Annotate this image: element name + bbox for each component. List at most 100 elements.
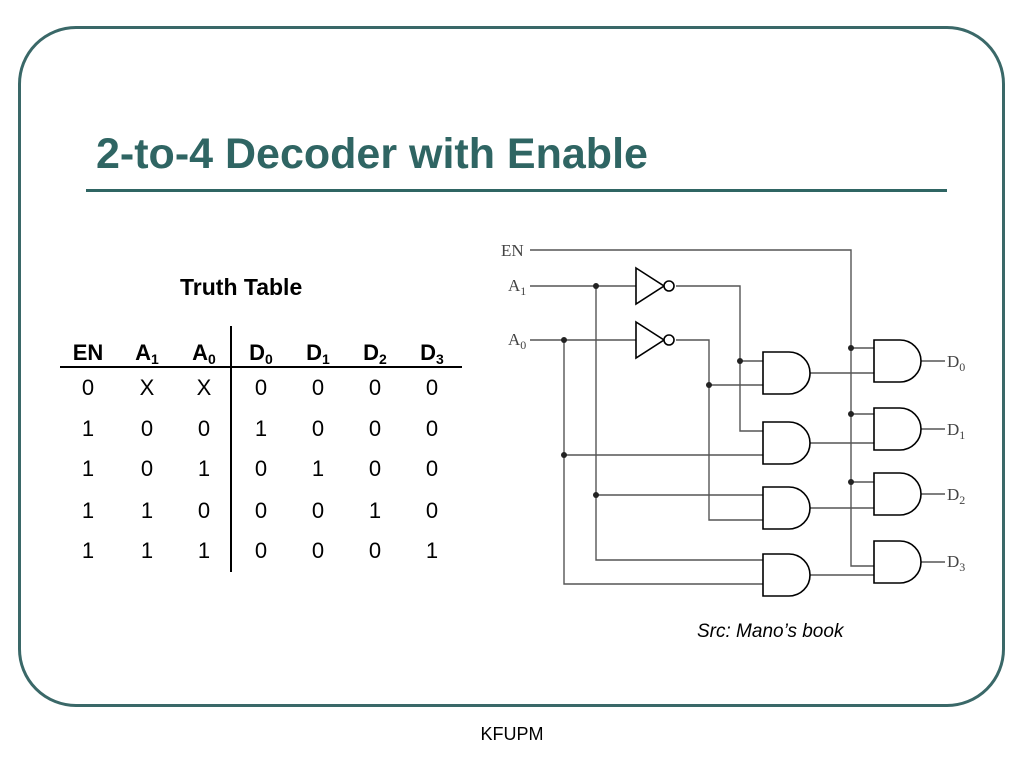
wire bbox=[530, 249, 874, 567]
truth-table-cell: 1 bbox=[368, 498, 382, 523]
wire bbox=[676, 339, 763, 521]
and-gate-stage1-d2 bbox=[762, 486, 811, 530]
output-label-d1: D1 bbox=[947, 420, 965, 442]
truth-table-cell: 0 bbox=[368, 538, 382, 563]
input-label-a0: A0 bbox=[508, 330, 526, 352]
junction-dot bbox=[848, 345, 854, 351]
truth-table-cell: X bbox=[196, 375, 212, 400]
junction-dot bbox=[848, 411, 854, 417]
slide-frame bbox=[18, 26, 1005, 707]
input-label-en: EN bbox=[501, 241, 524, 260]
truth-table-cell: 1 bbox=[425, 538, 439, 563]
truth-table-cell: 0 bbox=[311, 538, 325, 563]
header-a1: A1 bbox=[118, 340, 176, 366]
and-gate-stage2-d1 bbox=[873, 407, 922, 451]
and-gate-stage1-d0 bbox=[762, 351, 811, 395]
header-subscript: 1 bbox=[322, 351, 330, 367]
output-label-d3: D3 bbox=[947, 552, 965, 574]
truth-table-cell: 0 bbox=[254, 375, 268, 400]
header-d3: D3 bbox=[403, 340, 461, 366]
title-underline bbox=[86, 189, 947, 192]
output-label-d2: D2 bbox=[947, 485, 965, 507]
truth-table-cell: 1 bbox=[81, 456, 95, 481]
truth-table-title: Truth Table bbox=[180, 274, 303, 300]
truth-table-cell: 0 bbox=[425, 416, 439, 441]
truth-table-cell: 0 bbox=[425, 498, 439, 523]
header-subscript: 3 bbox=[436, 351, 444, 367]
header-d0: D0 bbox=[232, 340, 290, 366]
header-label: D bbox=[363, 340, 380, 365]
wire bbox=[676, 285, 763, 432]
and-gate-stage2-d0 bbox=[873, 339, 922, 383]
truth-table-cell: 0 bbox=[425, 456, 439, 481]
truth-table-cell: 0 bbox=[140, 416, 154, 441]
header-subscript: 2 bbox=[379, 351, 387, 367]
truth-table-cell: 1 bbox=[140, 538, 154, 563]
truth-table-cell: 1 bbox=[197, 456, 211, 481]
and-gate-stage2-d2 bbox=[873, 472, 922, 516]
header-label: A bbox=[135, 340, 152, 365]
truth-table-cell: 0 bbox=[368, 456, 382, 481]
truth-table-cell: 1 bbox=[81, 416, 95, 441]
header-label: EN bbox=[72, 340, 104, 365]
inverter-a0-bubble bbox=[663, 334, 675, 346]
truth-table-cell: 0 bbox=[81, 375, 95, 400]
and-gate-stage2-d3 bbox=[873, 540, 922, 584]
truth-table-cell: 0 bbox=[311, 375, 325, 400]
junction-dot bbox=[737, 358, 743, 364]
truth-table-cell: 0 bbox=[254, 456, 268, 481]
truth-table-cell: X bbox=[139, 375, 155, 400]
input-label-a1: A1 bbox=[508, 276, 526, 298]
wire bbox=[563, 455, 763, 585]
header-label: D bbox=[420, 340, 437, 365]
inverter-a1-gate bbox=[635, 266, 666, 306]
junction-dot bbox=[561, 452, 567, 458]
junction-dot bbox=[593, 492, 599, 498]
header-d2: D2 bbox=[346, 340, 404, 366]
junction-dot bbox=[848, 479, 854, 485]
truth-table-cell: 1 bbox=[81, 498, 95, 523]
truth-table-cell: 0 bbox=[140, 456, 154, 481]
header-subscript: 0 bbox=[208, 351, 216, 367]
truth-table-cell: 0 bbox=[254, 498, 268, 523]
truth-table-cell: 1 bbox=[81, 538, 95, 563]
header-subscript: 1 bbox=[151, 351, 159, 367]
truth-table-cell: 0 bbox=[254, 538, 268, 563]
truth-table-cell: 1 bbox=[254, 416, 268, 441]
wire bbox=[595, 286, 763, 496]
inverter-a1-bubble bbox=[663, 280, 675, 292]
truth-table-cell: 0 bbox=[368, 375, 382, 400]
wire bbox=[563, 340, 763, 456]
output-label-d0: D0 bbox=[947, 352, 965, 374]
footer: KFUPM bbox=[480, 724, 544, 744]
wire bbox=[595, 495, 763, 561]
junction-dot bbox=[561, 337, 567, 343]
header-label: A bbox=[192, 340, 209, 365]
truth-table-cell: 0 bbox=[311, 416, 325, 441]
truth-table-cell: 1 bbox=[197, 538, 211, 563]
decoder-circuit-diagram: EN A1 A0 D0 D1 D2 D3 bbox=[501, 241, 965, 597]
and-gate-stage1-d1 bbox=[762, 421, 811, 465]
truth-table-cell: 1 bbox=[140, 498, 154, 523]
header-label: D bbox=[249, 340, 266, 365]
truth-table-cell: 1 bbox=[311, 456, 325, 481]
junction-dot bbox=[706, 382, 712, 388]
header-en: EN bbox=[59, 340, 117, 366]
slide-title: 2-to-4 Decoder with Enable bbox=[96, 130, 648, 178]
truth-table-cell: 0 bbox=[197, 498, 211, 523]
header-divider bbox=[60, 366, 462, 368]
truth-table-cell: 0 bbox=[425, 375, 439, 400]
source-note: Src: Mano’s book bbox=[697, 621, 844, 642]
inverter-a0-gate bbox=[635, 320, 666, 360]
truth-table-cell: 0 bbox=[197, 416, 211, 441]
header-a0: A0 bbox=[175, 340, 233, 366]
junction-dot bbox=[593, 283, 599, 289]
truth-table-cell: 0 bbox=[368, 416, 382, 441]
header-d1: D1 bbox=[289, 340, 347, 366]
header-subscript: 0 bbox=[265, 351, 273, 367]
input-output-divider bbox=[230, 326, 232, 572]
truth-table-cell: 0 bbox=[311, 498, 325, 523]
header-label: D bbox=[306, 340, 323, 365]
and-gate-stage1-d3 bbox=[762, 553, 811, 597]
